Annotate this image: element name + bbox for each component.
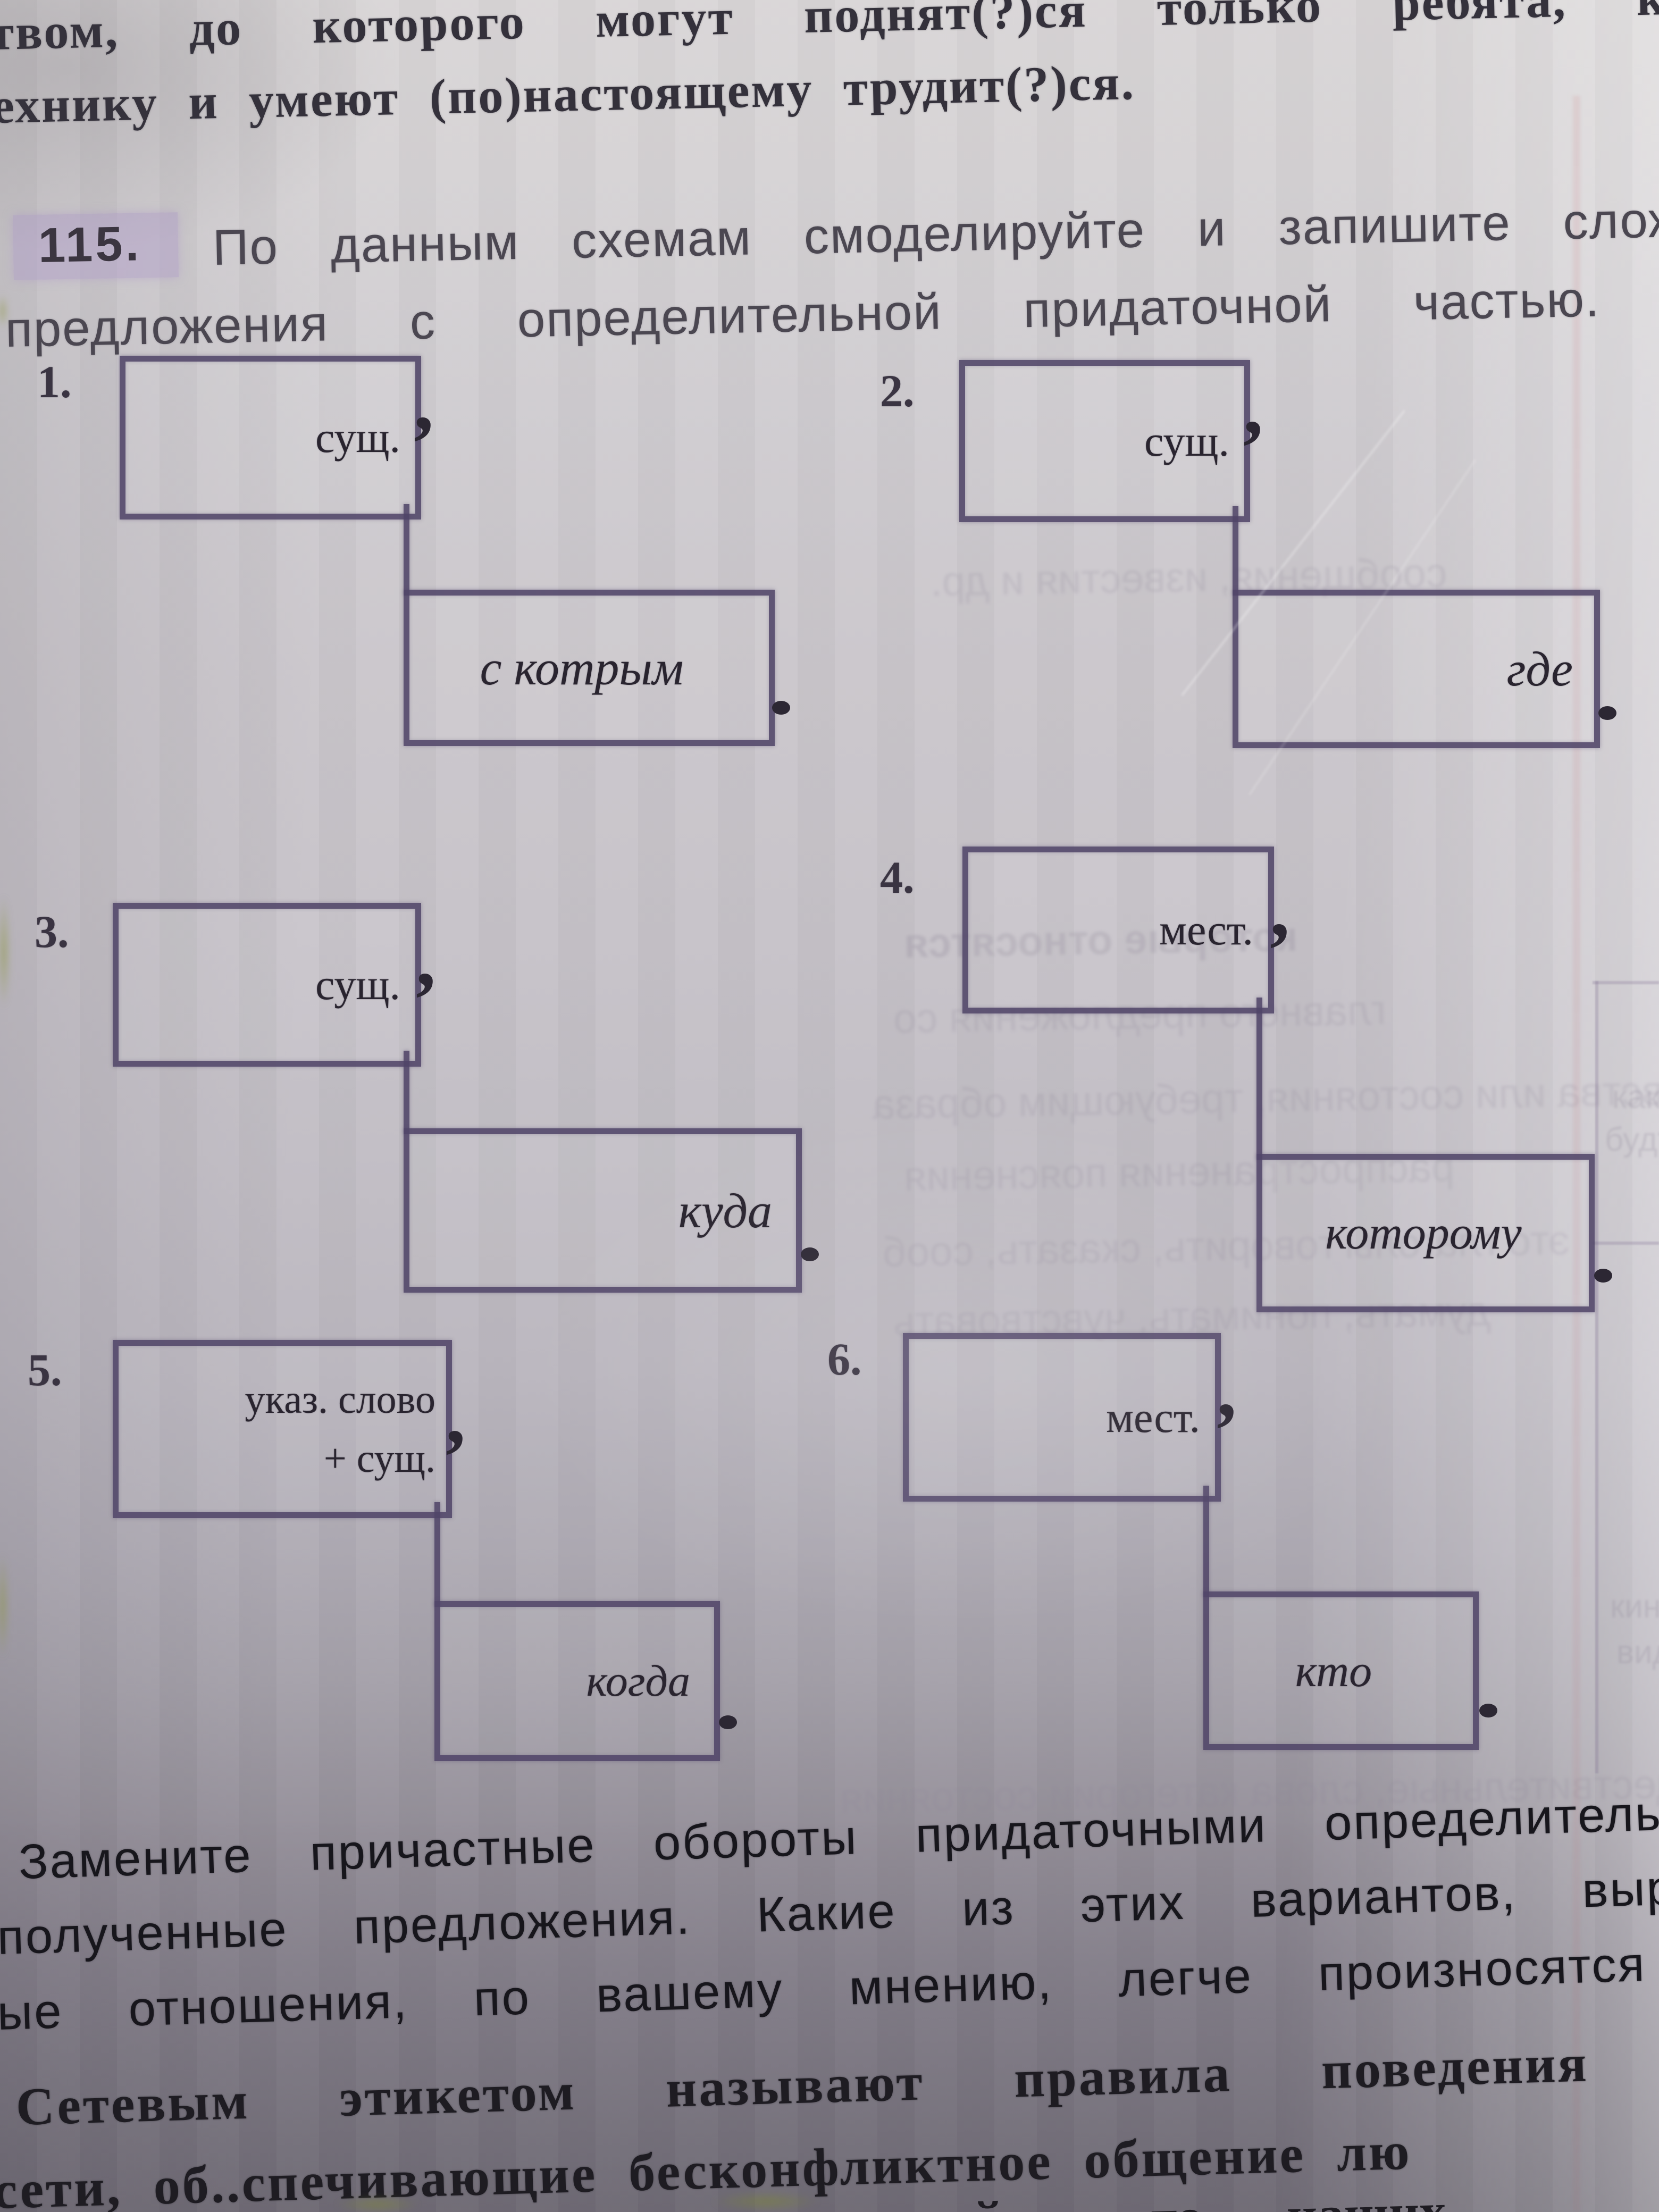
cut-text-fragment: й	[972, 2189, 1004, 2212]
comma: ,	[446, 1372, 466, 1460]
box-label: сущ.	[1144, 416, 1229, 465]
connector-line	[1233, 506, 1238, 596]
connector-line	[404, 1051, 409, 1134]
scheme-number: 6.	[827, 1334, 862, 1385]
scheme-number: 4.	[880, 852, 915, 903]
margin-ghost-word: как	[1612, 1079, 1659, 1116]
box-label: с котрым	[480, 641, 684, 695]
box-label: где	[1506, 642, 1573, 696]
instruction-line1: По данным схемам смоделируйте и запишите…	[212, 189, 1659, 275]
period-dot: .	[1479, 1704, 1497, 1717]
photo-artifact	[0, 287, 10, 335]
photo-artifact	[0, 872, 13, 1032]
main-clause-box: сущ.	[120, 356, 421, 520]
scheme-number: 5.	[28, 1344, 62, 1395]
comma: ,	[1243, 363, 1263, 451]
scheme-number: 2.	[880, 365, 915, 416]
margin-ghost-word: кино	[1610, 1588, 1659, 1625]
comma: ,	[414, 358, 434, 447]
box-label: указ. слово	[245, 1377, 435, 1422]
instruction-line2: предложения с определительной придаточно…	[4, 271, 1601, 357]
period-dot: .	[772, 701, 790, 715]
subordinate-clause-box: когда	[434, 1601, 720, 1761]
cut-text-fragment: наших	[1286, 2181, 1447, 2212]
period-dot: .	[1594, 1269, 1612, 1283]
intro-sentence-line2: ехнику и умеют (по)настоящему трудит(?)с…	[0, 54, 1136, 134]
connector-line	[1203, 1486, 1209, 1597]
comma: ,	[1217, 1345, 1237, 1434]
subordinate-clause-box: с котрым	[404, 590, 775, 746]
intro-sentence-line1: твом, до которого могут поднят(?)ся толь…	[0, 0, 1659, 61]
main-clause-box: указ. слово + сущ.	[113, 1340, 452, 1518]
scheme-number: 3.	[35, 906, 69, 957]
margin-table-line	[1593, 981, 1659, 984]
margin-ghost-word: будто	[1605, 1121, 1659, 1158]
comma: ,	[1270, 865, 1290, 953]
subordinate-clause-box: которому	[1256, 1154, 1595, 1312]
subordinate-clause-box: куда	[404, 1128, 802, 1293]
photo-artifact	[0, 1531, 11, 1680]
photo-artifact	[691, 2188, 840, 2212]
box-label: + сущ.	[323, 1436, 435, 1481]
bleedthrough-text: чувства или состояния, требующим образа	[872, 1066, 1659, 1128]
main-clause-box: мест.	[962, 847, 1274, 1013]
connector-line	[434, 1502, 440, 1607]
subordinate-clause-box: кто	[1203, 1591, 1479, 1750]
netiquette-sentence-line1: Сетевым этикетом называют правила поведе…	[15, 2026, 1659, 2136]
scheme-number: 1.	[37, 356, 72, 407]
box-label: кто	[1295, 1645, 1372, 1696]
exercise-number: 115.	[38, 216, 142, 273]
period-dot: .	[719, 1715, 737, 1729]
period-dot: .	[1598, 706, 1616, 720]
comma: ,	[416, 915, 436, 1003]
subordinate-clause-box: где	[1233, 590, 1600, 748]
main-clause-box: сущ.	[959, 360, 1250, 522]
period-dot: .	[801, 1247, 819, 1261]
box-label: сущ.	[315, 960, 400, 1009]
photo-artifact	[319, 2193, 436, 2212]
cut-text-fragment: то	[1150, 2186, 1204, 2212]
connector-line	[1256, 998, 1262, 1160]
box-label: сущ.	[315, 413, 400, 462]
main-clause-box: мест.	[903, 1333, 1221, 1502]
margin-ghost-word: вид	[1616, 1634, 1659, 1671]
box-label: когда	[586, 1656, 690, 1706]
box-label: мест.	[1106, 1393, 1200, 1442]
main-clause-box: сущ.	[113, 903, 421, 1067]
margin-table-line	[1593, 1242, 1659, 1245]
connector-line	[404, 504, 409, 596]
margin-table-line	[1595, 981, 1598, 1773]
box-label: куда	[678, 1183, 772, 1238]
box-label: которому	[1325, 1207, 1522, 1259]
box-label: мест.	[1159, 906, 1253, 954]
